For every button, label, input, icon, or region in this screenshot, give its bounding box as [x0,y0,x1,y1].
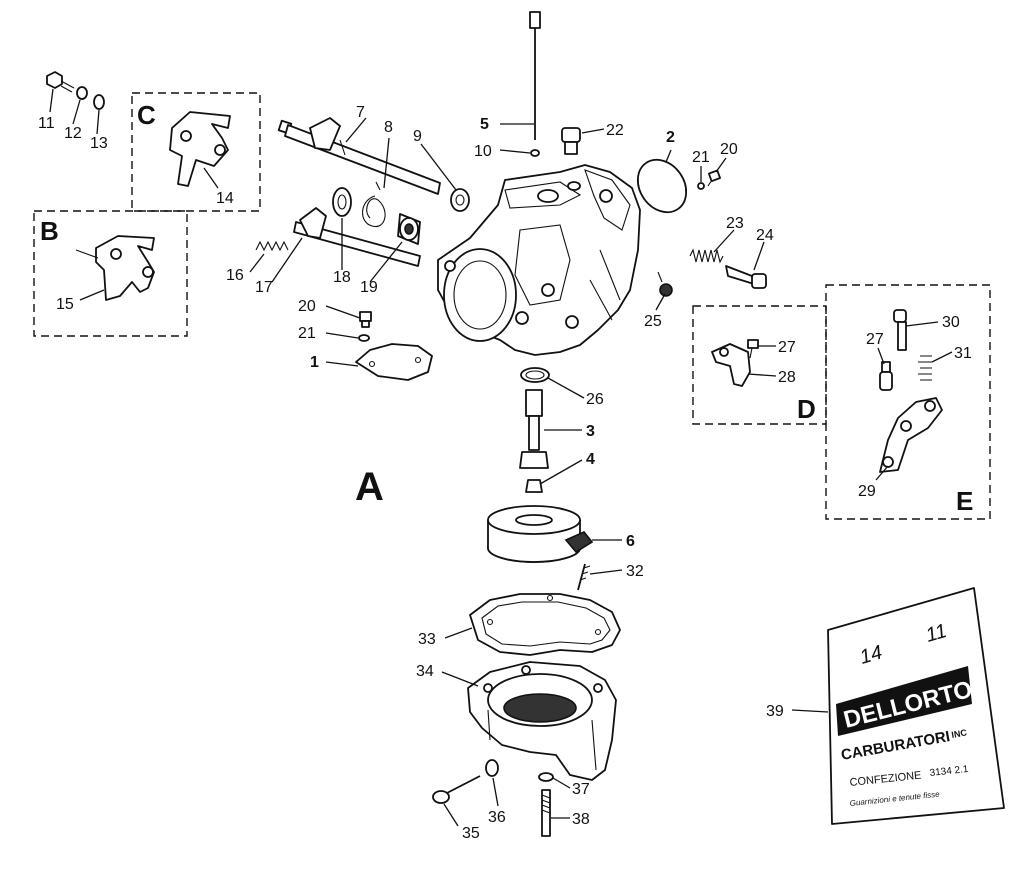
part-washer-21-left [358,334,370,342]
part-gasket-33 [469,593,621,656]
main-assembly-label: A [355,465,384,509]
callout-19: 19 [360,279,378,296]
part-screw-30 [893,309,907,351]
callout-16: 16 [226,267,244,284]
callout-30: 30 [942,314,960,331]
part-washer-36 [485,759,499,777]
part-washer-37 [538,772,554,782]
callout-21-right: 21 [692,149,710,166]
part-bolt-38 [541,789,551,837]
part-bushing-19 [397,213,421,245]
part-spring-16 [255,240,289,252]
part-needle-5 [529,11,541,140]
callout-27-e: 27 [866,331,884,348]
part-shaft-17 [293,207,421,267]
callout-28: 28 [778,369,796,386]
callout-9: 9 [413,128,422,145]
part-plug-22 [561,127,581,155]
part-screw-27-e [879,361,893,391]
part-spring-8 [362,195,386,227]
part-float-6 [487,505,594,563]
callout-8: 8 [384,119,393,136]
callout-2: 2 [666,129,675,146]
group-box-d: D [692,305,827,425]
callout-31: 31 [954,345,972,362]
part-float-bowl-34 [467,661,617,781]
callout-4: 4 [586,451,595,468]
part-gasket-kit-39: 14 11 DELLORTO CARBURATORI INC CONFEZION… [827,587,1005,825]
callout-32: 32 [626,563,644,580]
part-jet-holder-3 [519,389,549,469]
callout-13: 13 [90,135,108,152]
callout-12: 12 [64,125,82,142]
group-box-b: B [33,210,188,337]
callout-18: 18 [333,269,351,286]
part-spring-23 [689,248,724,264]
group-box-e: E [825,284,991,520]
callout-21-left: 21 [298,325,316,342]
callout-33: 33 [418,631,436,648]
callout-39: 39 [766,703,784,720]
part-lever-28 [711,343,751,387]
part-washer-21-right [697,182,705,190]
group-box-c: C [131,92,261,212]
leader-lines [49,88,953,827]
part-washer-13 [93,94,105,110]
part-screw-20-left [359,311,372,328]
callout-20-right: 20 [720,141,738,158]
bag-code-text: 3134 2.1 [929,764,969,779]
part-screw-27-d [747,339,759,359]
part-jet-4 [525,479,543,493]
part-spring-31 [918,355,932,381]
callout-11: 11 [38,115,55,132]
part-lever-29 [879,397,943,473]
part-cover-2 [636,158,688,214]
group-label-e: E [956,486,973,516]
part-washer-9 [450,188,470,212]
callout-1: 1 [310,354,319,371]
part-clip-25 [657,271,673,297]
part-bolt-11 [46,71,75,93]
part-oring-26 [520,367,550,383]
callout-29: 29 [858,483,876,500]
callout-34: 34 [416,663,434,680]
callout-22: 22 [606,122,624,139]
callout-25: 25 [644,313,662,330]
group-label-d: D [797,394,816,424]
part-screw-20-right [707,169,721,187]
callout-20-left: 20 [298,298,316,315]
callout-38: 38 [572,811,590,828]
part-carburetor-body-A [437,164,641,356]
part-drain-screw-35 [432,775,481,804]
part-washer-12 [76,86,88,100]
part-plate-1 [355,343,433,381]
callout-24: 24 [756,227,774,244]
callout-7: 7 [356,104,365,121]
group-label-c: C [137,100,156,130]
callout-26: 26 [586,391,604,408]
part-screw-24 [725,265,767,289]
part-shaft-7 [277,117,441,195]
bag-inc-text: INC [951,727,968,740]
part-needle-valve-32 [577,563,591,591]
callout-numbers: 11 12 13 14 15 7 8 9 5 10 22 2 21 20 23 … [38,104,972,842]
callout-15: 15 [56,296,74,313]
part-washer-10 [530,149,540,157]
callout-27-d: 27 [778,339,796,356]
callout-17: 17 [255,279,273,296]
callout-23: 23 [726,215,744,232]
callout-10: 10 [474,143,492,160]
callout-14: 14 [216,190,234,207]
callout-35: 35 [462,825,480,842]
callout-36: 36 [488,809,506,826]
group-label-b: B [40,216,59,246]
callout-37: 37 [572,781,590,798]
callout-3: 3 [586,423,595,440]
callout-5: 5 [480,116,489,133]
part-washer-18 [332,187,352,217]
callout-6: 6 [626,533,635,550]
